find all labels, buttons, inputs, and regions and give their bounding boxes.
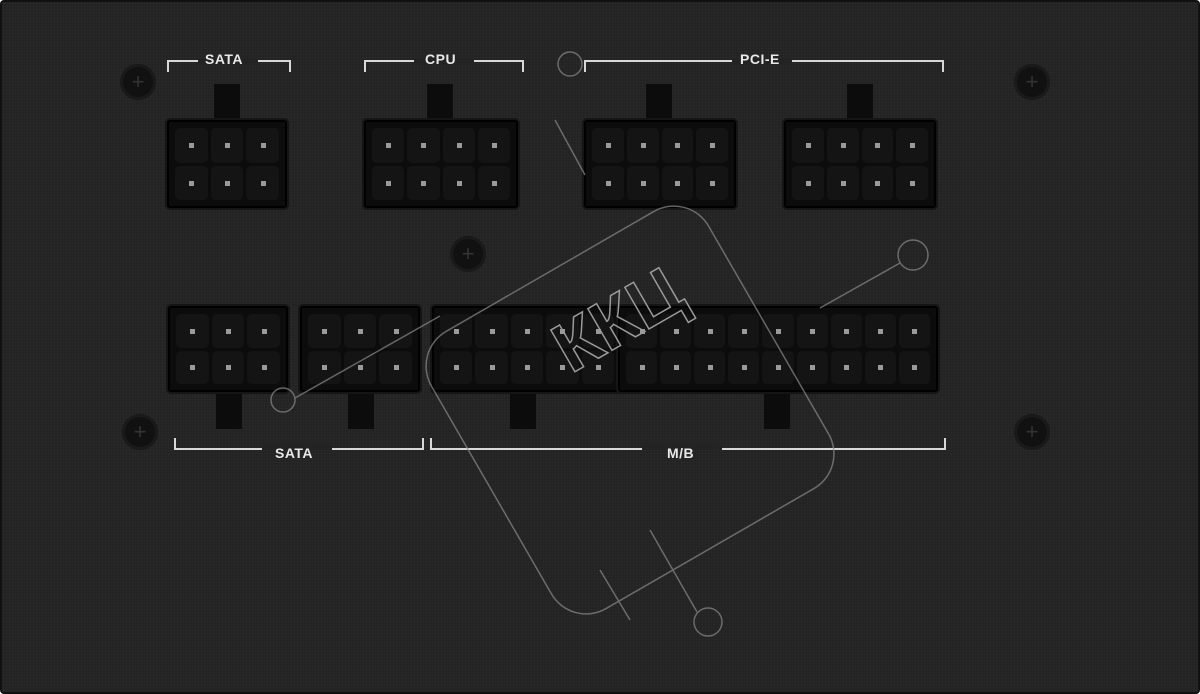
connector-pin (661, 128, 694, 163)
connector-pin (343, 350, 377, 384)
connector-pin (696, 128, 728, 163)
pcie-connector-2[interactable] (784, 120, 936, 208)
connector-pin (372, 128, 405, 163)
connector-pin (660, 350, 692, 384)
connector-pin (210, 128, 244, 163)
connector-pin (442, 128, 475, 163)
connector-pin (379, 314, 412, 348)
connector-pin (694, 314, 726, 348)
connector-pin (581, 350, 614, 384)
connector-pin (864, 350, 896, 384)
connector-pin (442, 165, 475, 200)
connector-pin (308, 350, 341, 384)
connector-pin (407, 165, 440, 200)
connector-pin (792, 165, 824, 200)
cpu-connector[interactable] (364, 120, 518, 208)
connector-pin (728, 314, 760, 348)
connector-pin (440, 314, 473, 348)
connector-pin (861, 128, 894, 163)
connector-pin (407, 128, 440, 163)
connector-pin (211, 314, 245, 348)
connector-pin (826, 165, 859, 200)
connector-pin (175, 128, 208, 163)
connector-pin (581, 314, 614, 348)
screw-icon: + (122, 414, 158, 450)
connector-pin (176, 350, 209, 384)
connector-pin (661, 165, 694, 200)
connector-pin (896, 165, 928, 200)
connector-pin (898, 314, 930, 348)
connector-pin (475, 350, 508, 384)
connector-pin (626, 165, 659, 200)
connector-pin (477, 165, 510, 200)
connector-pin (592, 128, 624, 163)
connector-pin (762, 314, 794, 348)
connector-pin (694, 350, 726, 384)
connector-pin (475, 314, 508, 348)
screw-icon: + (1014, 64, 1050, 100)
connector-pin (898, 350, 930, 384)
connector-pin (372, 165, 405, 200)
connector-pin (728, 350, 760, 384)
connector-pin (175, 165, 208, 200)
connector-pin (246, 128, 279, 163)
connector-pin (343, 314, 377, 348)
connector-pin (762, 350, 794, 384)
connector-pin (626, 314, 658, 348)
connector-pin (826, 128, 859, 163)
connector-pin (626, 128, 659, 163)
connector-pin (796, 314, 828, 348)
screw-icon: + (450, 236, 486, 272)
sata-bottom-connector-2[interactable] (300, 306, 420, 392)
screw-icon: + (120, 64, 156, 100)
connector-pin (830, 314, 862, 348)
connector-pin (696, 165, 728, 200)
connector-pin (247, 314, 280, 348)
connector-pin (626, 350, 658, 384)
connector-pin (510, 350, 544, 384)
pcie-label: PCI-E (740, 51, 780, 67)
connector-pin (796, 350, 828, 384)
connector-pin (510, 314, 544, 348)
connector-pin (660, 314, 692, 348)
connector-pin (896, 128, 928, 163)
mb-label: M/B (667, 445, 695, 461)
sata-top-connector[interactable] (167, 120, 287, 208)
connector-pin (379, 350, 412, 384)
connector-pin (546, 314, 579, 348)
sata-bottom-label: SATA (275, 445, 314, 461)
connector-pin (246, 165, 279, 200)
connector-pin (176, 314, 209, 348)
connector-pin (546, 350, 579, 384)
sata-top-label: SATA (205, 51, 244, 67)
mb-connector-18pin[interactable] (618, 306, 938, 392)
pcie-connector-1[interactable] (584, 120, 736, 208)
connector-pin (308, 314, 341, 348)
connector-pin (210, 165, 244, 200)
sata-bottom-connector-1[interactable] (168, 306, 288, 392)
connector-pin (792, 128, 824, 163)
connector-pin (592, 165, 624, 200)
mb-connector-10pin[interactable] (432, 306, 622, 392)
screw-icon: + (1014, 414, 1050, 450)
connector-pin (830, 350, 862, 384)
connector-pin (211, 350, 245, 384)
connector-pin (247, 350, 280, 384)
connector-pin (864, 314, 896, 348)
connector-pin (861, 165, 894, 200)
connector-pin (477, 128, 510, 163)
cpu-label: CPU (425, 51, 457, 67)
connector-pin (440, 350, 473, 384)
